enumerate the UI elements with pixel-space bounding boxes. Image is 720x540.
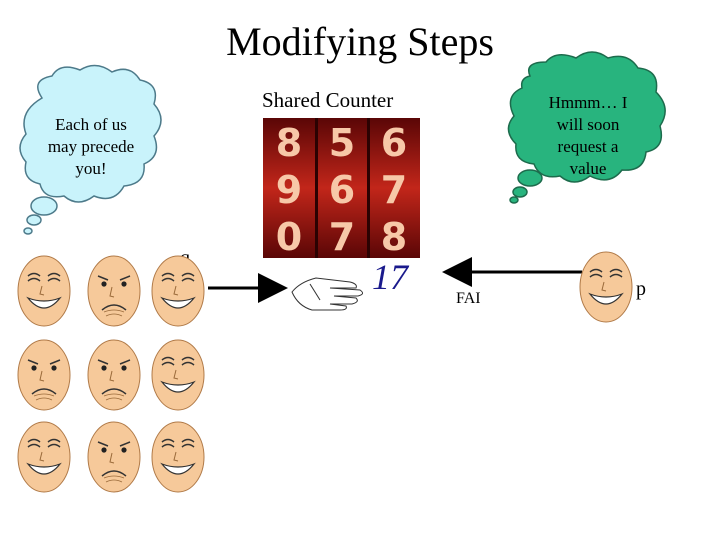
counter-digit: 5 <box>329 121 355 165</box>
thought-bubble-left <box>19 64 162 235</box>
counter-digit: 8 <box>276 121 302 165</box>
face-sad <box>17 339 71 411</box>
face-happy <box>17 255 71 327</box>
counter-digit: 7 <box>329 215 355 258</box>
counter-digit: 6 <box>329 168 355 212</box>
bubble-right-line: value <box>569 159 607 178</box>
bubble-left-line: Each of us <box>55 115 127 134</box>
bubble-right-line: Hmmm… I <box>548 93 628 112</box>
slide-title: Modifying Steps <box>226 19 494 64</box>
face-happy <box>17 421 71 493</box>
counter-value: 17 <box>372 257 408 297</box>
counter-digit: 0 <box>276 215 302 258</box>
counter-digit: 6 <box>381 121 407 165</box>
face-happy <box>151 339 205 411</box>
face-sad <box>87 421 141 493</box>
fai-label: FAI <box>456 290 481 307</box>
bubble-right-text: Hmmm… I will soon request a value <box>530 92 646 180</box>
bubble-right-line: will soon <box>556 115 620 134</box>
face-happy <box>151 255 205 327</box>
face-p <box>579 251 633 323</box>
counter-digit: 9 <box>276 168 302 212</box>
thread-p-label: p <box>636 278 646 300</box>
bubble-left-line: may precede <box>47 137 135 156</box>
face-sad <box>87 339 141 411</box>
counter-digit: 8 <box>381 215 407 258</box>
bubble-right-line: request a <box>557 137 619 156</box>
face-sad <box>87 255 141 327</box>
counter-digit: 7 <box>381 168 407 212</box>
thought-bubble-right <box>507 51 666 204</box>
pointing-hand-icon <box>291 277 364 311</box>
bubble-left-text: Each of us may precede you! <box>34 114 148 180</box>
face-happy <box>151 421 205 493</box>
bubble-left-line: you! <box>75 159 107 178</box>
shared-counter-label: Shared Counter <box>262 88 394 112</box>
